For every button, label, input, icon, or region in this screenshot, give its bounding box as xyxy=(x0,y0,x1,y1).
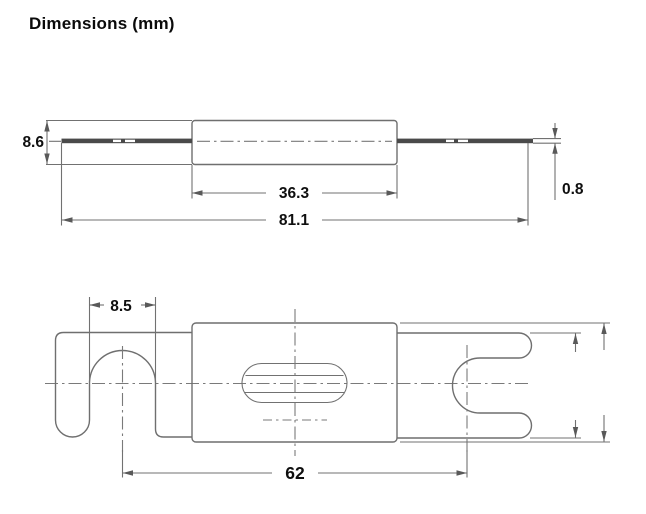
arrow-down-icon xyxy=(552,128,558,139)
dim-label-slot-width: 8.5 xyxy=(110,298,132,315)
dim-body-length: 36.3 xyxy=(191,165,398,202)
arrow-right-icon xyxy=(145,302,156,308)
arrow-down-icon xyxy=(44,153,50,164)
dim-body-height: 8.6 xyxy=(22,119,192,166)
centerline-dash xyxy=(458,139,468,143)
arrow-up-icon xyxy=(601,323,607,334)
left-terminal-outline xyxy=(54,331,192,438)
dim-body-width xyxy=(400,322,610,443)
arrow-right-icon xyxy=(517,217,528,223)
arrow-left-icon xyxy=(122,470,133,476)
dim-terminal-width xyxy=(530,332,581,439)
side-view: 8.6 36.3 81.1 xyxy=(22,119,584,229)
drawing-title: Dimensions (mm) xyxy=(29,14,175,33)
arrow-left-icon xyxy=(62,217,73,223)
arrow-left-icon xyxy=(192,190,203,196)
plan-view: 8.5 62 xyxy=(45,297,610,483)
dim-label-body-length: 36.3 xyxy=(279,185,310,202)
arrow-right-icon xyxy=(456,470,467,476)
dim-label-mount-spacing: 62 xyxy=(285,463,305,483)
dim-label-terminal-thickness: 0.8 xyxy=(562,181,584,198)
arrow-down-icon xyxy=(572,427,579,438)
arrow-up-icon xyxy=(552,143,558,154)
dim-mount-spacing: 62 xyxy=(121,450,468,483)
fuse-body-outline xyxy=(191,119,398,166)
dim-overall-length: 81.1 xyxy=(60,143,529,229)
arrow-up-icon xyxy=(44,121,50,132)
arrow-right-icon xyxy=(386,190,397,196)
dim-label-overall-length: 81.1 xyxy=(279,212,310,229)
dim-terminal-thickness: 0.8 xyxy=(533,123,584,200)
centerline-dash xyxy=(125,139,135,143)
arrow-up-icon xyxy=(572,333,579,344)
fuse-body-plan-outline xyxy=(191,322,398,443)
right-terminal-outline xyxy=(397,332,533,439)
centerline-dash xyxy=(446,139,454,143)
centerline-dash xyxy=(113,139,121,143)
arrow-down-icon xyxy=(601,431,607,442)
dim-slot-width: 8.5 xyxy=(88,297,157,382)
dim-label-body-height: 8.6 xyxy=(22,134,44,151)
arrow-left-icon xyxy=(89,302,100,308)
